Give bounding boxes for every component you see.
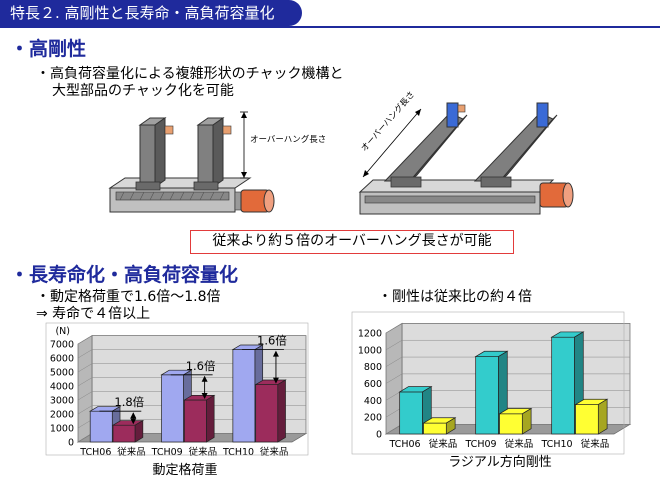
section2-left-line2: ⇒ 寿命で４倍以上 <box>36 306 151 322</box>
annotation-arrowhead <box>130 418 137 425</box>
bar <box>254 379 287 443</box>
y-axis-label: (N) <box>55 326 70 337</box>
y-tick-label: 4000 <box>50 382 74 393</box>
chuck-illustration-new <box>358 102 574 215</box>
x-tick-label: TCH09 <box>151 447 183 458</box>
x-tick-label: TCH10 <box>222 447 254 458</box>
y-tick-label: 5000 <box>50 368 74 379</box>
bar-side <box>134 419 144 443</box>
ratio-annotation: 1.6倍 <box>186 359 216 373</box>
chuck-illustration-conventional <box>108 111 275 213</box>
annotation-arrowhead <box>130 412 137 419</box>
chart-title: ラジアル方向剛性 <box>448 454 552 470</box>
y-tick-label: 3000 <box>50 396 74 407</box>
bar-front <box>423 422 447 435</box>
y-tick-label: 1200 <box>358 329 382 340</box>
header-rule <box>0 26 660 28</box>
ratio-annotation: 1.6倍 <box>257 334 287 348</box>
bar-side <box>597 398 608 435</box>
bar-front <box>551 336 575 435</box>
y-tick-label: 800 <box>364 362 382 373</box>
bar <box>422 417 457 435</box>
bar-front <box>475 356 499 435</box>
bar-side <box>277 379 286 443</box>
y-tick-label: 7000 <box>50 340 74 351</box>
x-tick-label: TCH06 <box>79 447 111 458</box>
y-tick-label: 1000 <box>50 424 74 435</box>
x-tick-label: 従来品 <box>581 438 610 450</box>
y-tick-label: 600 <box>364 379 382 390</box>
annotation-arrowhead <box>201 375 208 382</box>
bar <box>111 419 145 443</box>
bar <box>498 407 533 435</box>
y-tick-label: 400 <box>364 396 382 407</box>
chart-frame <box>45 322 309 456</box>
section2-right-line1: ・剛性は従来比の約４倍 <box>378 289 532 305</box>
y-tick-label: 1000 <box>358 345 382 356</box>
x-tick-label: 従来品 <box>505 438 534 450</box>
annotation-arrowhead <box>201 393 208 399</box>
annotation-arrowhead <box>272 377 279 384</box>
annotation-arrowhead <box>272 350 279 357</box>
overhang-callout: 従来より約５倍のオーバーハング長さが可能 <box>190 230 514 254</box>
bar <box>574 398 609 435</box>
section2-heading: ・長寿命化・高負荷容量化 <box>10 264 239 286</box>
bar-front <box>399 391 423 435</box>
y-tick-label: 6000 <box>50 354 74 365</box>
y-tick-label: 0 <box>68 438 74 449</box>
section1-bullet-line2: 大型部品のチャック化を可能 <box>52 83 234 99</box>
x-tick-label: TCH10 <box>540 439 572 450</box>
chart-title: 動定格荷重 <box>152 462 217 478</box>
header-title: 特長２. 高剛性と長寿命・高負荷容量化 <box>0 0 302 26</box>
ratio-annotation: 1.8倍 <box>114 395 144 409</box>
y-tick-label: 2000 <box>50 410 74 421</box>
overhang-label-left: オーバーハング長さ <box>250 135 327 145</box>
x-tick-label: TCH09 <box>464 439 496 450</box>
bar-front <box>575 404 599 435</box>
section1-heading: ・高剛性 <box>10 38 87 60</box>
gridline <box>385 323 630 334</box>
bar-side <box>445 417 456 435</box>
x-tick-label: 従来品 <box>429 438 458 450</box>
x-tick-label: TCH06 <box>388 439 420 450</box>
bar-side <box>206 394 215 443</box>
chart-frame <box>351 311 625 455</box>
section2-left-line1: ・動定格荷重で1.6倍～1.8倍 <box>36 289 221 305</box>
gridline <box>77 335 306 345</box>
y-tick-label: 200 <box>364 413 382 424</box>
section1-bullet-line1: ・高負荷容量化による複雑形状のチャック機構と <box>36 66 344 82</box>
bar-front <box>499 413 523 435</box>
bar <box>183 394 216 443</box>
y-tick-label: 0 <box>376 430 382 441</box>
bar-side <box>521 407 532 435</box>
